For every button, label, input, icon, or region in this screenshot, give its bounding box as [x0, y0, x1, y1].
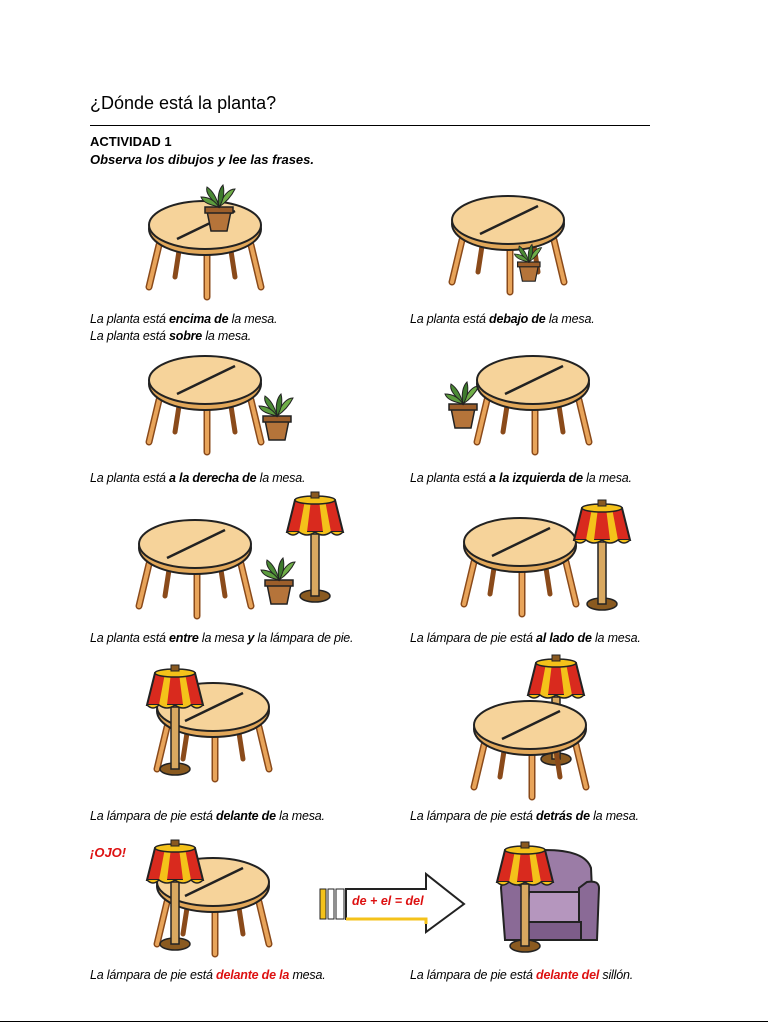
illustration-lamp-front-armchair	[496, 841, 601, 953]
title-divider	[90, 125, 650, 126]
illustration-plant-between	[135, 491, 344, 617]
illustration-lamp-front-table	[146, 839, 275, 960]
caption-derecha: La planta está a la derecha de la mesa.	[90, 471, 306, 485]
activity-instruction: Observa los dibujos y lee las frases.	[90, 152, 314, 167]
caption-delante-de-la: La lámpara de pie está delante de la mes…	[90, 968, 326, 982]
illustration-lamp-in-front	[146, 664, 275, 790]
page-title: ¿Dónde está la planta?	[90, 93, 277, 113]
bottom-divider	[0, 1021, 768, 1022]
caption-encima: La planta está encima de la mesa.	[90, 312, 278, 326]
caption-delante: La lámpara de pie está delante de la mes…	[90, 809, 325, 823]
caption-entre: La planta está entre la mesa y la lámpar…	[90, 631, 354, 645]
arrow-label: de + el = del	[352, 894, 424, 908]
illustration-lamp-beside-table	[460, 499, 631, 615]
caption-al-lado: La lámpara de pie está al lado de la mes…	[410, 631, 641, 645]
caption-sobre: La planta está sobre la mesa.	[90, 329, 251, 343]
caption-delante-del: La lámpara de pie está delante del silló…	[410, 968, 633, 982]
ojo-note: ¡OJO!	[90, 845, 127, 860]
illustration-lamp-behind	[470, 654, 600, 790]
illustration-plant-under-table	[448, 190, 573, 305]
arrow-icon	[319, 871, 466, 934]
illustration-plant-left-of-table	[444, 350, 595, 465]
caption-izquierda: La planta está a la izquierda de la mesa…	[410, 471, 632, 485]
illustration-plant-on-table	[145, 184, 270, 310]
activity-heading: ACTIVIDAD 1	[90, 134, 172, 149]
illustration-plant-right-of-table	[145, 350, 294, 465]
caption-debajo: La planta está debajo de la mesa.	[410, 312, 595, 326]
caption-detras: La lámpara de pie está detrás de la mesa…	[410, 809, 639, 823]
